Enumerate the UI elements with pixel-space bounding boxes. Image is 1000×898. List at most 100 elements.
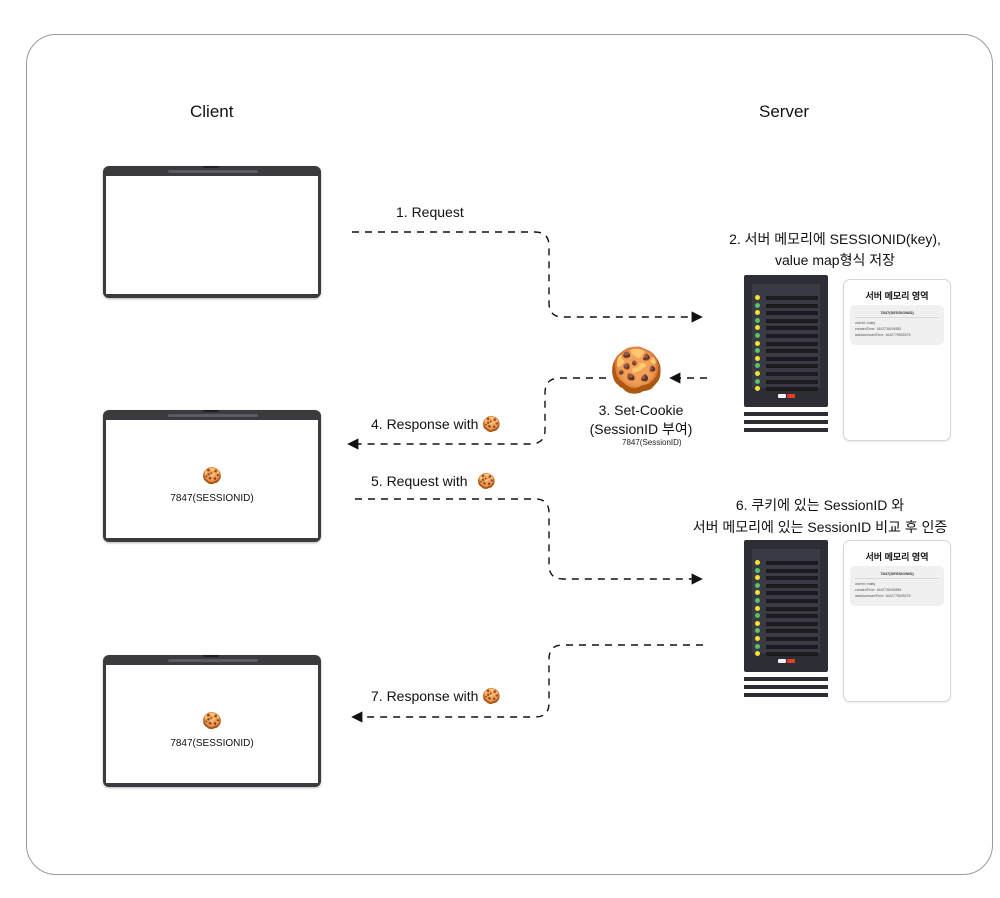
drive-slot [766, 296, 818, 300]
browser-notch [203, 410, 219, 412]
step-1-label: 1. Request [396, 204, 464, 220]
divider [855, 317, 939, 318]
step-7-text: 7. Response with [371, 688, 479, 704]
drive-slot [766, 591, 818, 596]
cookie-icon: 🍪 [477, 473, 497, 490]
drive-slot [766, 303, 818, 308]
memory-title: 서버 메모리 영역 [865, 291, 929, 301]
status-led [755, 590, 760, 596]
browser-screen [106, 176, 318, 294]
server-base [744, 677, 828, 681]
server-body [744, 540, 828, 672]
status-led [755, 295, 760, 300]
set-cookie-icon: 🍪 [609, 346, 664, 395]
status-led [755, 613, 760, 619]
address-bar [168, 414, 258, 417]
drive-slot [766, 644, 818, 649]
alert-indicator [787, 394, 795, 398]
status-led [755, 340, 760, 346]
divider [855, 578, 939, 579]
session-field: userId: matty [855, 321, 876, 325]
session-key: 7847(SESSIONID) [880, 310, 914, 315]
step-6-line-1: 6. 쿠키에 있는 SessionID 와 [735, 497, 905, 513]
alert-indicator [787, 659, 795, 663]
drive-slot [766, 372, 818, 376]
browser-screen: 🍪 7847(SESSIONID) [106, 665, 318, 783]
step-2-line-1: 2. 서버 메모리에 SESSIONID(key), [729, 231, 941, 247]
step-2-line-2: value map형식 저장 [774, 252, 895, 268]
status-led [755, 302, 760, 308]
step-7-label: 7. Response with 🍪 [371, 687, 501, 705]
browser-notch [203, 166, 219, 168]
step-2-label: 2. 서버 메모리에 SESSIONID(key), value map형식 저… [700, 229, 970, 270]
status-led [755, 325, 760, 331]
server-base [744, 412, 828, 416]
step-4-label: 4. Response with 🍪 [371, 415, 501, 433]
drive-slot [766, 387, 818, 392]
step-5-text: 5. Request with [371, 473, 468, 489]
session-field: createdTime: 1642736005581 [855, 327, 902, 331]
session-key: 7847(SESSIONID) [880, 571, 914, 576]
status-led [755, 567, 760, 573]
status-led [755, 560, 760, 565]
server-base [744, 685, 828, 689]
step-6-line-2: 서버 메모리에 있는 SessionID 비교 후 인증 [692, 519, 948, 535]
status-led [755, 310, 760, 316]
drive-slot [766, 349, 818, 354]
address-bar [168, 659, 258, 662]
session-field: createdTime: 1642736005581 [855, 588, 902, 592]
step-5-label: 5. Request with 🍪 [371, 472, 496, 490]
step-3-line-1: 3. Set-Cookie [598, 402, 684, 418]
status-led [755, 348, 760, 354]
step-3-session-value: 7847(SessionID) [622, 438, 682, 447]
step-6-label: 6. 쿠키에 있는 SessionID 와 서버 메모리에 있는 Session… [660, 495, 980, 537]
server-heading: Server [759, 102, 810, 121]
drive-slot [766, 637, 818, 641]
client-browser-1 [103, 166, 321, 298]
memory-title: 서버 메모리 영역 [865, 552, 929, 562]
status-led [755, 333, 760, 338]
client-browser-3: 🍪 7847(SESSIONID) [103, 655, 321, 787]
power-indicator [778, 659, 786, 663]
status-led [755, 620, 760, 626]
step-3-label: 3. Set-Cookie (SessionID 부여) [566, 402, 716, 439]
status-led [755, 643, 760, 649]
drive-slot [766, 568, 818, 573]
cookie-icon: 🍪 [482, 416, 501, 433]
status-led [755, 363, 760, 369]
session-entry: 7847(SESSIONID) userId: matty createdTim… [850, 566, 944, 606]
cookie-icon: 🍪 [202, 713, 222, 730]
client-browser-2: 🍪 7847(SESSIONID) [103, 410, 321, 542]
cookie-icon: 🍪 [202, 468, 222, 485]
address-bar [168, 170, 258, 173]
status-led [755, 386, 760, 392]
drive-slot [766, 334, 818, 338]
status-led [755, 355, 760, 361]
drive-slot [766, 379, 818, 384]
drive-slot [766, 311, 818, 316]
browser-notch [203, 655, 219, 657]
server-base [744, 428, 828, 432]
drive-slot [766, 576, 818, 581]
session-entry: 7847(SESSIONID) userId: matty createdTim… [850, 305, 944, 345]
server-tower-1 [744, 275, 828, 439]
status-led [755, 378, 760, 384]
session-field: userId: matty [855, 582, 876, 586]
drive-slot [766, 561, 818, 565]
browser-screen: 🍪 7847(SESSIONID) [106, 420, 318, 538]
cookie-icon: 🍪 [482, 688, 501, 705]
client-heading: Client [190, 102, 234, 121]
status-led [755, 317, 760, 323]
status-led [755, 582, 760, 588]
drive-slot [766, 583, 818, 588]
drive-slot [766, 621, 818, 626]
status-led [755, 628, 760, 634]
status-led [755, 636, 760, 641]
server-memory-card-1: 서버 메모리 영역 7847(SESSIONID) userId: matty … [843, 279, 951, 441]
drive-slot [766, 326, 818, 331]
drive-slot [766, 599, 818, 603]
status-led [755, 605, 760, 611]
arrow-request [352, 231, 703, 323]
step-3-line-2: (SessionID 부여) [589, 421, 693, 437]
